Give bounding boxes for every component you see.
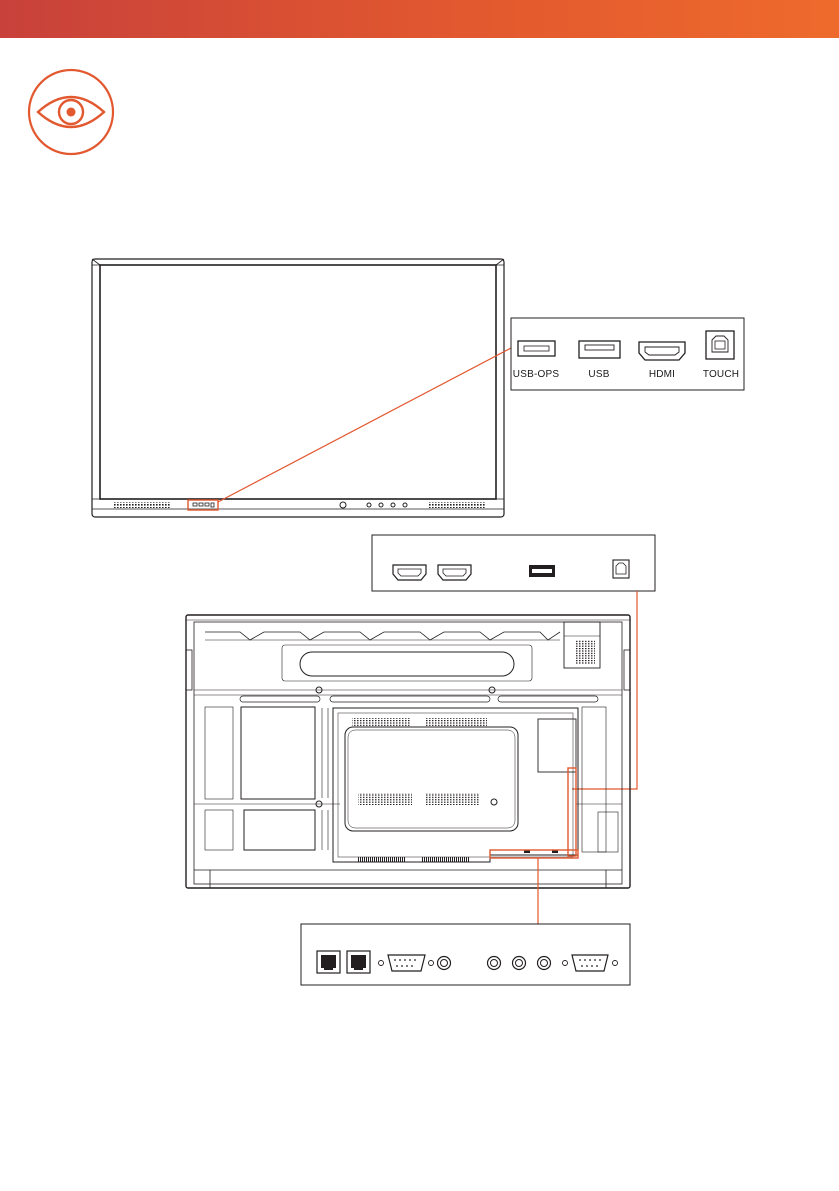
speaker-grille-right [428,502,485,508]
side-ports-callout [372,535,655,591]
port-label-hdmi: HDMI [632,369,692,380]
rear-side-ports-highlight [568,768,576,856]
front-ports-mini [193,503,214,507]
speaker-grille-left [113,502,170,508]
rear-bottom-hatch-1 [357,857,405,862]
front-leader-line [218,348,511,502]
rear-vent-2 [425,718,487,726]
port-label-usb-ops: USB-OPS [506,369,566,380]
bottom-ports-callout [301,924,630,985]
front-display [92,259,504,517]
rear-vent-3 [358,793,412,805]
front-buttons [340,502,407,508]
port-label-usb: USB [569,369,629,380]
rear-display [186,615,630,888]
rear-vent-4 [425,793,479,805]
port-label-touch: TOUCH [691,369,751,380]
rear-bottom-hatch-2 [421,857,469,862]
rear-module-vent [575,640,595,664]
rear-vent-1 [352,718,410,726]
